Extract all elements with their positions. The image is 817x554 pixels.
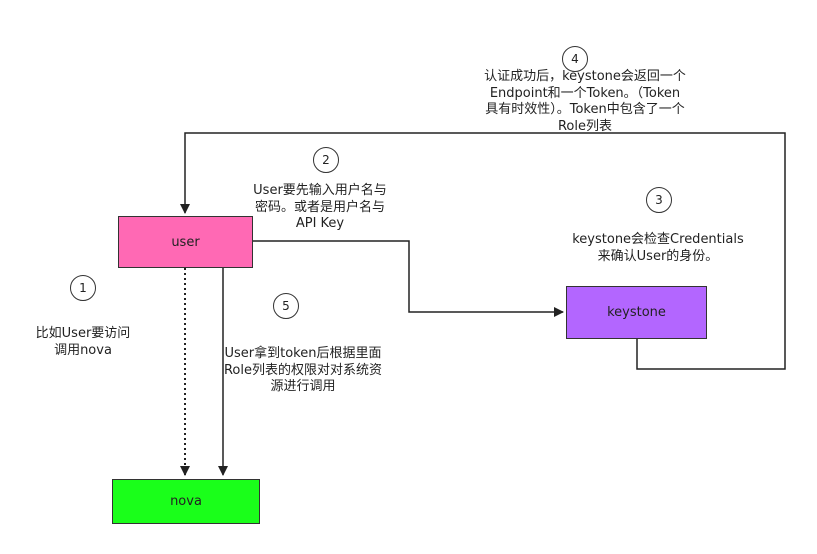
step-3-note: keystone会检查Credentials 来确认User的身份。: [572, 232, 744, 264]
step-4-note: 认证成功后，keystone会返回一个 Endpoint和一个Token。（To…: [484, 69, 686, 134]
step-1-note: 比如User要访问 调用nova: [35, 326, 131, 358]
user-node-label: user: [171, 234, 200, 250]
user-node: user: [118, 216, 253, 268]
step-2-number: 2: [322, 153, 330, 167]
nova-node: nova: [112, 479, 260, 524]
step-2-marker: 2: [313, 147, 339, 173]
step-5-number: 5: [282, 299, 290, 313]
step-1-marker: 1: [70, 275, 96, 301]
keystone-node-label: keystone: [607, 305, 666, 320]
step-3-number: 3: [655, 193, 663, 207]
step-4-marker: 4: [562, 46, 588, 72]
step-2-note: User要先输入用户名与 密码。或者是用户名与 API Key: [253, 183, 387, 231]
keystone-node: keystone: [566, 286, 707, 339]
connector-keystone-to-user: [180, 132, 786, 370]
step-1-number: 1: [79, 281, 87, 295]
step-5-marker: 5: [273, 293, 299, 319]
step-4-number: 4: [571, 52, 579, 66]
nova-node-label: nova: [170, 494, 202, 509]
step-3-marker: 3: [646, 187, 672, 213]
step-5-note: User拿到token后根据里面 Role列表的权限对对系统资 源进行调用: [223, 346, 382, 394]
connector-user-to-keystone: [253, 240, 564, 317]
